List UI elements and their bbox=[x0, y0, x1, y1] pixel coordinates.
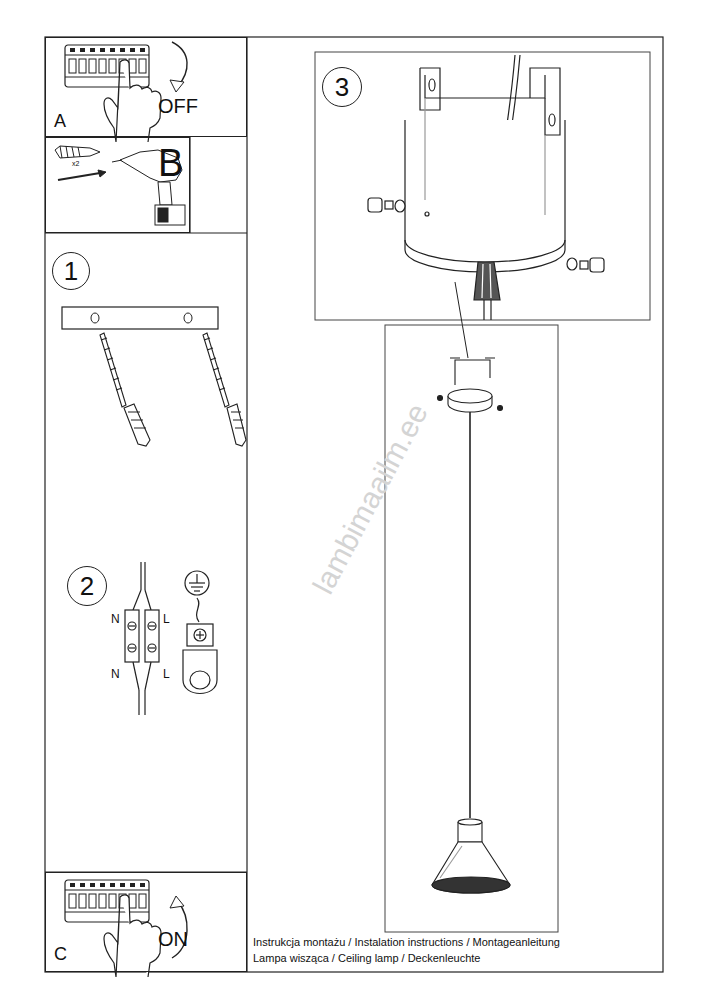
step-panel: A OFF bbox=[45, 37, 247, 137]
step-number: 1 bbox=[52, 252, 90, 290]
step-number: 3 bbox=[322, 67, 362, 107]
terminal-label: N bbox=[111, 668, 120, 681]
step-action: OFF bbox=[158, 96, 198, 116]
document-subtitle: Lampa wisząca / Ceiling lamp / Deckenleu… bbox=[253, 952, 480, 964]
terminal-label: N bbox=[111, 613, 120, 626]
step-panel: C ON bbox=[45, 872, 247, 972]
terminal-label: L bbox=[163, 613, 170, 626]
quantity-label: x2 bbox=[72, 160, 79, 168]
step-letter: B bbox=[158, 144, 183, 182]
document-title: Instrukcja montażu / Instalation instruc… bbox=[253, 936, 560, 948]
watermark: lambimaailm.ee bbox=[299, 385, 441, 612]
step-letter: C bbox=[54, 945, 67, 963]
callout-number: 1 bbox=[64, 258, 78, 284]
step-letter: A bbox=[54, 112, 66, 130]
step-action: ON bbox=[158, 929, 188, 949]
callout-number: 2 bbox=[80, 573, 94, 599]
callout-number: 3 bbox=[335, 74, 349, 100]
step-number: 2 bbox=[67, 566, 107, 606]
tools-panel: B bbox=[45, 137, 190, 233]
terminal-label: L bbox=[163, 668, 170, 681]
